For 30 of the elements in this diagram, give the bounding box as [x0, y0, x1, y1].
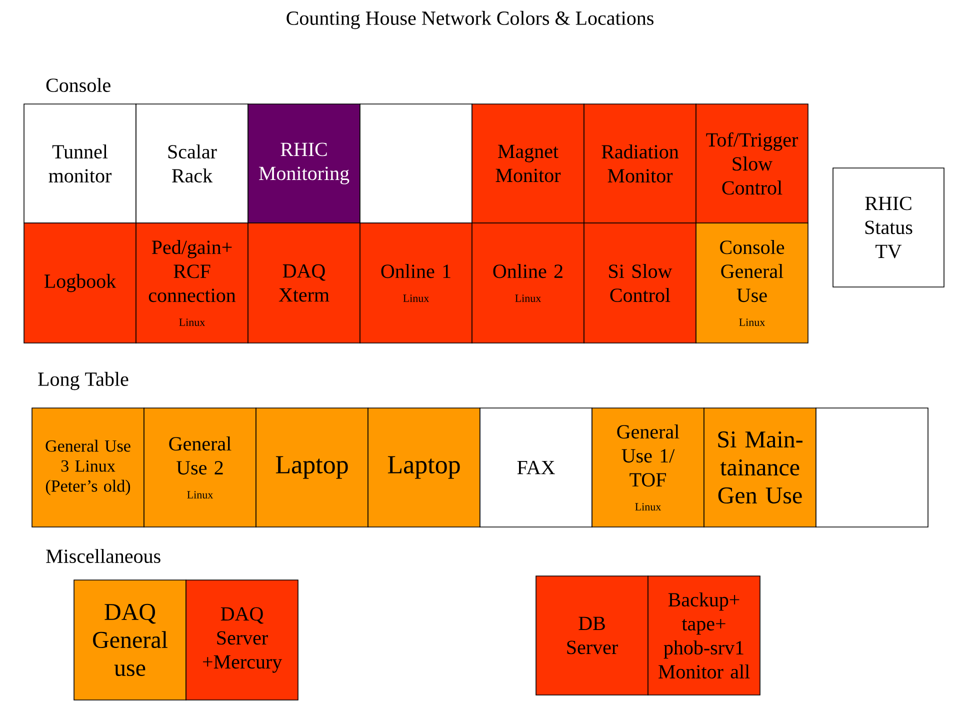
- computer-cell: FAX: [480, 408, 592, 528]
- section-heading: Console: [46, 78, 110, 92]
- computer-cell: Laptop: [368, 408, 480, 528]
- computer-cell: Laptop: [256, 408, 368, 528]
- computer-cell: Tof/Trigger Slow Control: [696, 104, 808, 224]
- computer-cell: Online 2 Linux: [472, 222, 584, 344]
- computer-cell: RHIC Monitoring: [248, 104, 360, 224]
- computer-cell: Magnet Monitor: [472, 104, 584, 224]
- computer-cell: DB Server: [536, 576, 648, 696]
- computer-cell: Ped/gain+ RCF connection Linux: [136, 222, 248, 344]
- computer-cell: Backup+ tape+ phob-srv1 Monitor all: [648, 576, 760, 696]
- computer-cell: Console General Use Linux: [696, 222, 808, 344]
- computer-cell: Logbook: [24, 222, 136, 344]
- empty-box: [816, 408, 928, 528]
- computer-cell: General Use 1/ TOF Linux: [592, 408, 704, 528]
- computer-cell: Tunnel monitor: [24, 104, 136, 224]
- computer-cell: DAQ General use: [74, 580, 186, 700]
- computer-cell: Online 1 Linux: [360, 222, 472, 344]
- computer-cell: General Use 3 Linux (Peter’s old): [32, 408, 144, 528]
- computer-cell: General Use 2 Linux: [144, 408, 256, 528]
- computer-cell: RHIC Status TV: [832, 168, 944, 288]
- section-heading: Miscellaneous: [46, 548, 160, 564]
- computer-cell: Si Main-tainance Gen Use: [704, 408, 816, 528]
- computer-cell: Si Slow Control: [584, 222, 696, 344]
- section-heading: Long Table: [38, 372, 128, 390]
- computer-cell: DAQ Server +Mercury: [186, 580, 298, 700]
- computer-cell: Scalar Rack: [136, 104, 248, 224]
- title: Counting House Network Colors & Locations: [286, 10, 654, 30]
- computer-cell: DAQ Xterm: [248, 222, 360, 344]
- computer-cell: Radiation Monitor: [584, 104, 696, 224]
